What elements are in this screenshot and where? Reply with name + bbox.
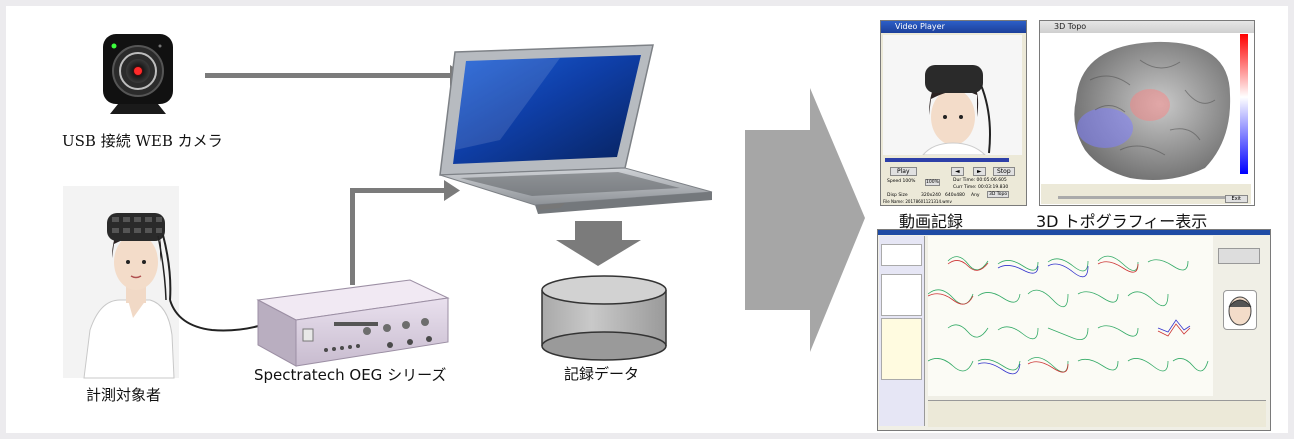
device-label: Spectratech OEG シリーズ (254, 366, 447, 384)
analysis-sidebar (879, 236, 925, 426)
topography-titlebar: 3D Topo (1040, 21, 1254, 33)
size-320-option[interactable]: 320x240 (921, 193, 941, 198)
subject-label: 計測対象者 (86, 386, 162, 404)
stop-button[interactable]: Stop (993, 167, 1015, 176)
laptop-icon (439, 44, 713, 214)
analysis-control-panel (928, 400, 1266, 427)
video-label: 動画記録 (899, 212, 964, 231)
topography-label: 3D トポグラフィー表示 (1036, 212, 1208, 231)
analysis-channel-grid (927, 236, 1213, 396)
disp-size-label: Disp Size (887, 193, 908, 198)
analysis-titlebar (878, 230, 1270, 235)
arrow-camera-to-laptop (205, 65, 466, 86)
play-button[interactable]: Play (890, 167, 917, 176)
seek-bar[interactable] (885, 158, 1009, 162)
topo-button[interactable]: 3D Topo (987, 191, 1010, 198)
camera-label: USB 接続 WEB カメラ (62, 132, 223, 150)
topography-window-graphics (1041, 34, 1251, 204)
arrow-device-to-laptop (350, 180, 460, 285)
topography-exit-button[interactable]: Exit (1224, 195, 1248, 203)
arrow-laptop-to-storage (556, 221, 641, 266)
video-player-titlebar: Video Player (881, 21, 1026, 33)
video-frame (883, 35, 1022, 156)
subject-photo (63, 186, 179, 379)
size-any-option[interactable]: Any (971, 193, 980, 198)
curr-time: Curr Time: 00:03:19.830 (953, 185, 1009, 190)
storage-cylinder-icon (541, 275, 667, 361)
analysis-head-icon (1223, 290, 1257, 330)
analysis-headmap (1218, 248, 1260, 264)
rewind-button[interactable]: ◄ (951, 167, 964, 176)
size-640-option[interactable]: 640x480 (945, 193, 965, 198)
analysis-window (877, 229, 1271, 431)
output-arrow (745, 88, 865, 352)
oeg-device-icon (256, 279, 450, 367)
forward-button[interactable]: ► (973, 167, 986, 176)
speed-button[interactable]: 100% (925, 179, 940, 186)
storage-label: 記録データ (564, 365, 640, 383)
speed-label: Speed 100% (887, 179, 916, 184)
file-name: File Name: 20178601121314.wmv (883, 199, 952, 204)
video-player-window: Video Player Play ◄ ► Stop Speed 100% 10… (880, 20, 1027, 206)
probe-cable (169, 299, 263, 332)
dur-time: Dur Time: 00:05:06.605 (953, 178, 1007, 183)
webcam-icon (103, 34, 173, 114)
topography-window: 3D Topo Exit (1039, 20, 1255, 206)
